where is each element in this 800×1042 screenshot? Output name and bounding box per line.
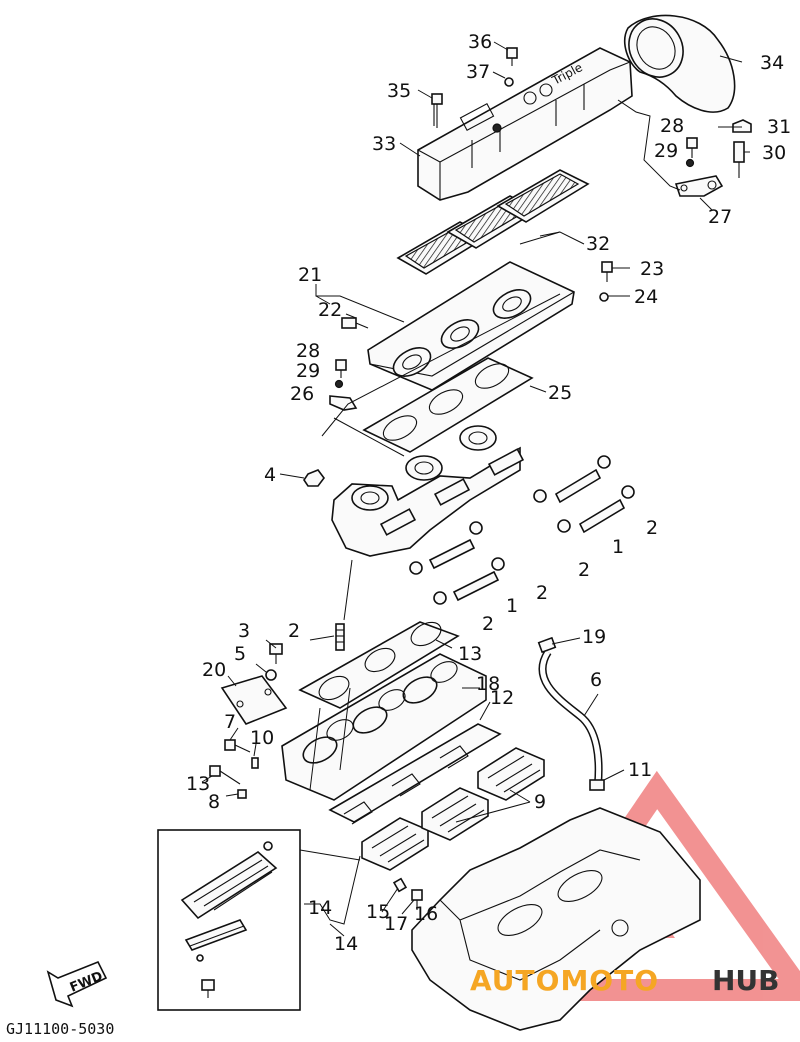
callout-label: 11 — [628, 759, 652, 781]
callout-label: 23 — [640, 258, 664, 280]
callout-label: 24 — [634, 286, 658, 308]
watermark-text-hub: HUB — [712, 964, 780, 997]
callout-label: 9 — [534, 791, 546, 813]
callout-label: 4 — [264, 464, 276, 486]
plate-18 — [220, 675, 288, 725]
callout-label: 14 — [308, 897, 332, 919]
callout-labels: 36 37 34 35 33 28 31 29 30 27 32 21 23 2… — [186, 31, 791, 955]
bolt-23 — [601, 261, 613, 282]
leader-lines — [201, 41, 750, 937]
callout-label: 16 — [414, 903, 438, 925]
callout-label: 15 — [366, 901, 390, 923]
bolt-8 — [209, 765, 241, 785]
callout-label: 2 — [578, 559, 590, 581]
callout-label: 2 — [482, 613, 494, 635]
bolt-35 — [431, 93, 443, 128]
filter-screens-32 — [396, 169, 590, 275]
callout-label: 17 — [384, 913, 408, 935]
callout-label: 6 — [590, 669, 602, 691]
callout-label: 36 — [468, 31, 492, 53]
fitting-30 — [733, 141, 745, 178]
callout-label: 31 — [767, 116, 791, 138]
clamp-13-lower — [589, 779, 605, 791]
callout-label: 32 — [586, 233, 610, 255]
washer-9 — [237, 789, 247, 799]
washer-37 — [504, 77, 514, 87]
callout-label: 5 — [234, 643, 246, 665]
callout-label: 10 — [250, 727, 274, 749]
washer-29-lower — [334, 379, 344, 389]
callout-label: 3 — [238, 620, 250, 642]
callout-label: 22 — [318, 299, 342, 321]
clamp-13-upper — [537, 636, 557, 654]
bolt-28-upper — [686, 137, 698, 158]
bolt-10 — [224, 739, 251, 753]
callout-label: 14 — [334, 933, 358, 955]
gasket-25 — [362, 357, 534, 453]
watermark-text: AUTOMOTO HUB — [470, 964, 780, 997]
callout-label: 19 — [582, 626, 606, 648]
stud-3 — [335, 623, 345, 651]
bracket-27 — [674, 175, 724, 197]
washer-24 — [599, 292, 609, 302]
callout-label: 13 — [186, 773, 210, 795]
callout-label: 1 — [612, 536, 624, 558]
callout-label: 29 — [654, 140, 678, 162]
callout-label: 37 — [466, 61, 490, 83]
callout-label: 25 — [548, 382, 572, 404]
callout-label: 2 — [288, 620, 300, 642]
gasket-5 — [298, 621, 460, 709]
callout-label: 12 — [490, 687, 514, 709]
callout-label: 18 — [476, 673, 500, 695]
washer-20 — [265, 669, 277, 681]
hoses-1 — [428, 468, 626, 602]
callout-label: 13 — [458, 643, 482, 665]
reed-housing-6 — [281, 653, 487, 801]
washer-11 — [251, 757, 259, 769]
gasket-7 — [328, 723, 502, 825]
reed-valves-14 — [361, 747, 545, 871]
washer-29-upper — [685, 158, 695, 168]
fwd-arrow-icon: FWD — [46, 960, 108, 1008]
bracket-26 — [329, 395, 358, 411]
callout-label: 20 — [202, 659, 226, 681]
bolt-19 — [269, 643, 283, 664]
screw-36 — [506, 47, 518, 66]
callout-label: 27 — [708, 206, 732, 228]
fitting-22 — [341, 317, 369, 329]
callout-label: 2 — [536, 582, 548, 604]
callout-label: 28 — [296, 340, 320, 362]
callout-label: 33 — [372, 133, 396, 155]
callout-label: 29 — [296, 360, 320, 382]
crankcase — [411, 807, 701, 1031]
watermark-text-automoto: AUTOMOTO — [470, 964, 659, 997]
callout-label: 28 — [660, 115, 684, 137]
intake-manifold-21 — [367, 261, 575, 391]
plug-16 — [411, 889, 423, 910]
hose-12 — [538, 649, 603, 785]
cap-31 — [732, 119, 752, 133]
callout-label: 8 — [208, 791, 220, 813]
oring-17 — [392, 877, 408, 893]
callout-label: 1 — [506, 595, 518, 617]
intake-elbow-34 — [624, 14, 736, 113]
carburetor-assembly — [331, 425, 525, 557]
bolt-28-lower — [335, 359, 347, 378]
nut-4 — [303, 469, 325, 487]
callout-label: 2 — [646, 517, 658, 539]
reed-valve-detail-box-15 — [157, 829, 301, 1011]
clamps-2 — [409, 455, 635, 605]
callout-label: 35 — [387, 80, 411, 102]
callout-label: 21 — [298, 264, 322, 286]
intake-cover-33: Triple — [417, 47, 633, 201]
callout-label: 7 — [224, 711, 236, 733]
callout-label: 34 — [760, 52, 784, 74]
callout-label: 30 — [762, 142, 786, 164]
part-code: GJ11100-5030 — [6, 1020, 114, 1038]
callout-label: 26 — [290, 383, 314, 405]
